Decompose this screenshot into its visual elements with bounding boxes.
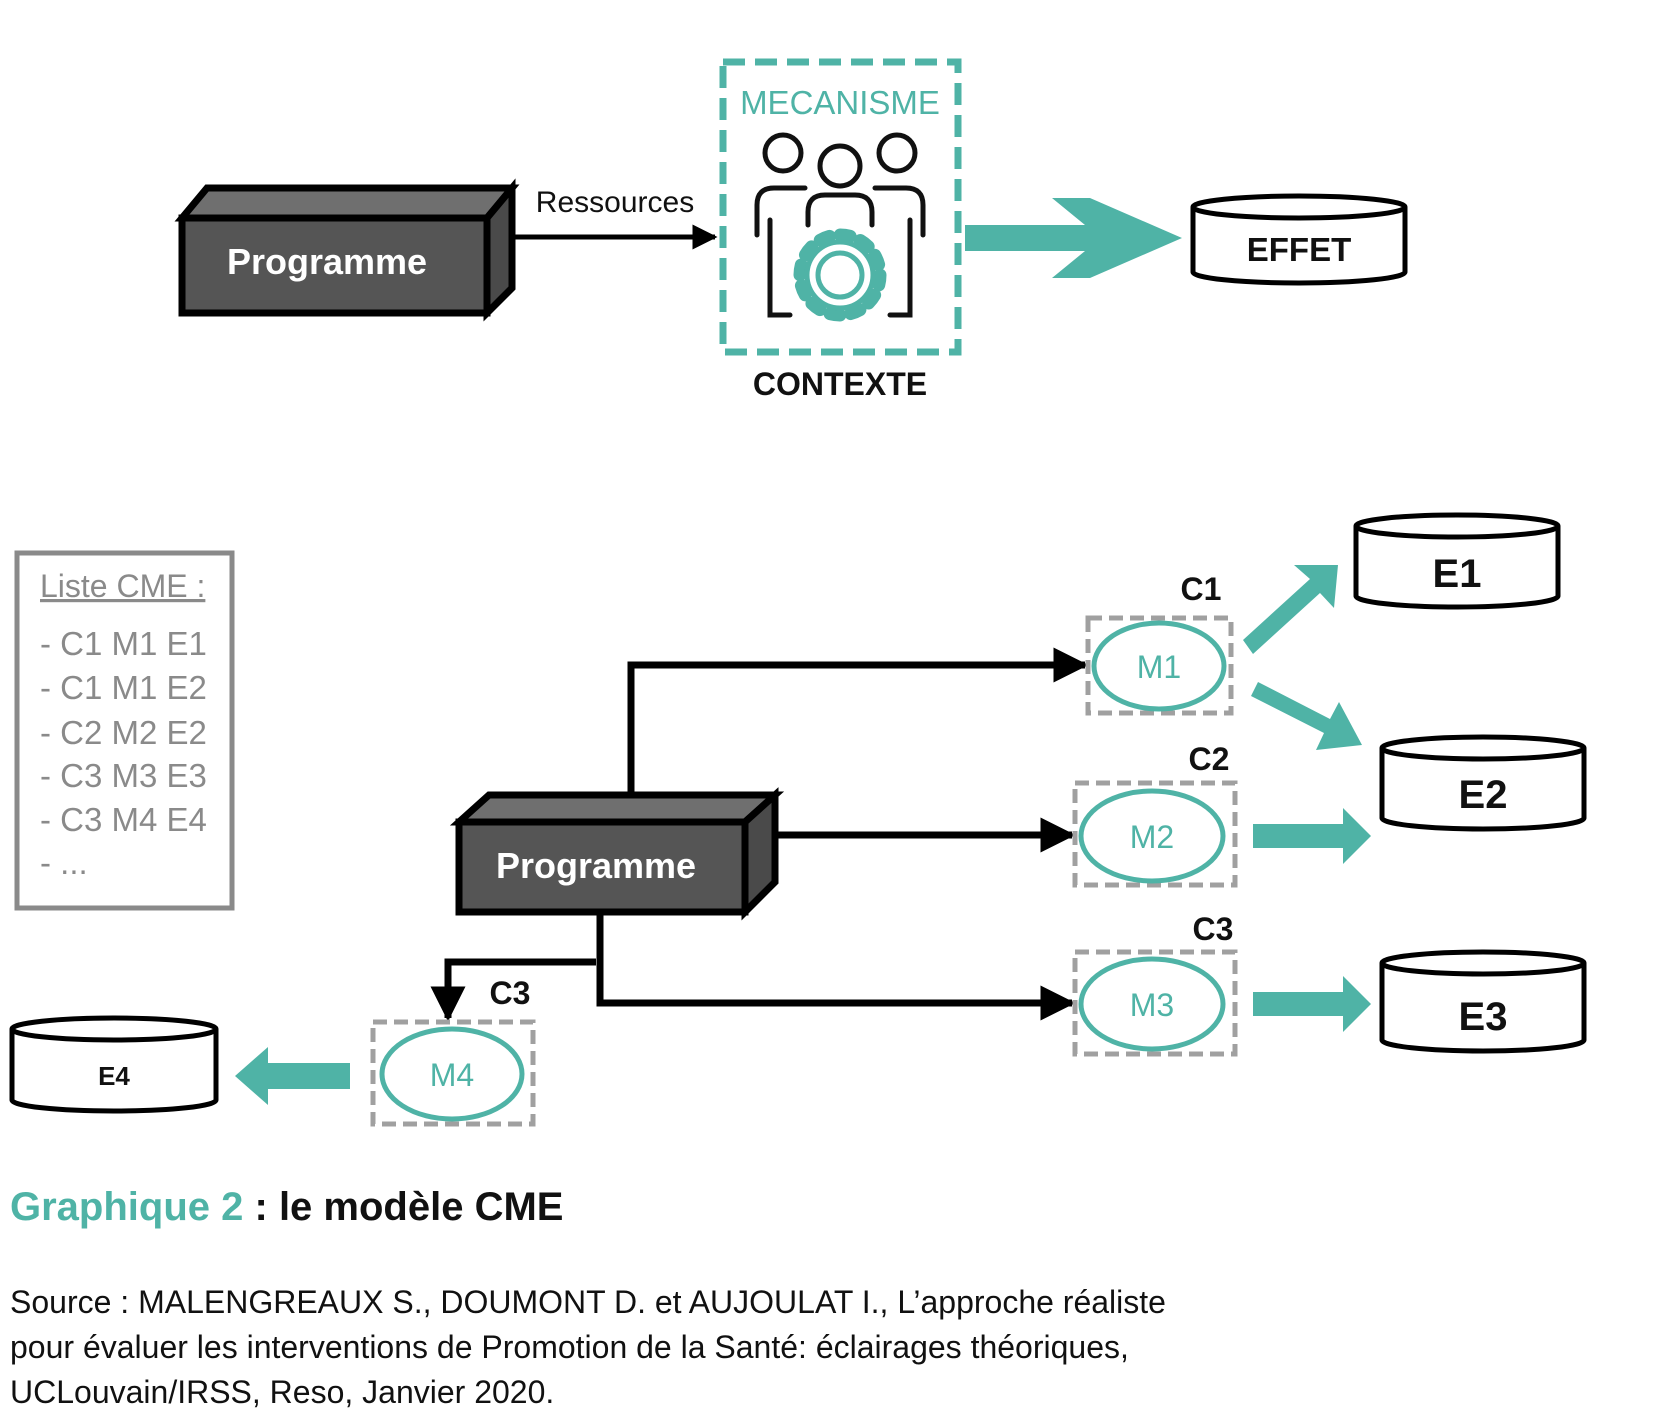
mechanism-m1: M1 C1	[1085, 571, 1234, 716]
c2-label: C2	[1189, 741, 1230, 777]
caption-prefix: Graphique 2	[10, 1185, 244, 1229]
figure-caption: Graphique 2 : le modèle CME	[10, 1185, 563, 1230]
cme-list-item: - ...	[40, 844, 88, 881]
c3-label: C3	[1193, 911, 1234, 947]
arrow-m1-e1	[1243, 565, 1338, 654]
cme-list-item: - C1 M1 E1	[40, 625, 207, 662]
effet-cylinder: EFFET	[1190, 193, 1408, 286]
arrow-m4-e4	[235, 1047, 350, 1105]
effet-arrow	[965, 198, 1182, 278]
mechanism-m4: M4 C3	[370, 975, 536, 1127]
bottom-programme-label: Programme	[496, 845, 696, 886]
m4-label: M4	[430, 1057, 474, 1093]
arrow-m1-e2	[1251, 682, 1362, 750]
c3-m4-label: C3	[490, 975, 531, 1011]
effect-e3: E3	[1379, 949, 1587, 1054]
cme-list-box: Liste CME : - C1 M1 E1 - C1 M1 E2 - C2 M…	[14, 550, 235, 911]
arrow-m3-e3	[1253, 976, 1371, 1032]
effect-e4: E4	[9, 1015, 219, 1114]
top-programme-box: Programme	[174, 178, 520, 322]
e2-label: E2	[1459, 773, 1508, 817]
arrow-to-m4	[430, 958, 596, 1022]
effect-e2: E2	[1379, 734, 1587, 832]
mechanism-m2: M2 C2	[1072, 741, 1238, 888]
cme-diagram: Programme Ressources MECANISME CONTEXTE …	[9, 58, 1587, 1127]
arrow-to-m3	[596, 912, 1076, 1021]
source-citation: Source : MALENGREAUX S., DOUMONT D. et A…	[10, 1284, 1166, 1410]
contexte-label: CONTEXTE	[753, 366, 927, 402]
cme-list-title: Liste CME :	[40, 568, 205, 604]
effect-e1: E1	[1353, 512, 1561, 610]
m2-label: M2	[1130, 819, 1174, 855]
bottom-programme-box: Programme	[449, 787, 785, 921]
team-gear-icon	[754, 132, 926, 322]
cme-list-item: - C1 M1 E2	[40, 669, 207, 706]
e3-label: E3	[1459, 995, 1508, 1039]
mechanism-m3: M3 C3	[1072, 911, 1238, 1057]
ressources-label: Ressources	[536, 186, 694, 219]
m1-label: M1	[1137, 649, 1181, 685]
arrow-m2-e2	[1253, 808, 1371, 864]
cme-list-item: - C3 M4 E4	[40, 801, 207, 838]
effet-label: EFFET	[1247, 231, 1352, 268]
mecanisme-box: MECANISME	[719, 58, 962, 356]
e1-label: E1	[1433, 552, 1482, 596]
arrow-to-m1	[627, 647, 1089, 795]
top-programme-label: Programme	[227, 241, 427, 282]
cme-list-item: - C2 M2 E2	[40, 714, 207, 751]
c1-label: C1	[1181, 571, 1222, 607]
cme-list-item: - C3 M3 E3	[40, 757, 207, 794]
m3-label: M3	[1130, 987, 1174, 1023]
e4-label: E4	[98, 1061, 130, 1091]
mecanisme-label: MECANISME	[740, 84, 940, 121]
caption-rest: : le modèle CME	[243, 1185, 564, 1229]
